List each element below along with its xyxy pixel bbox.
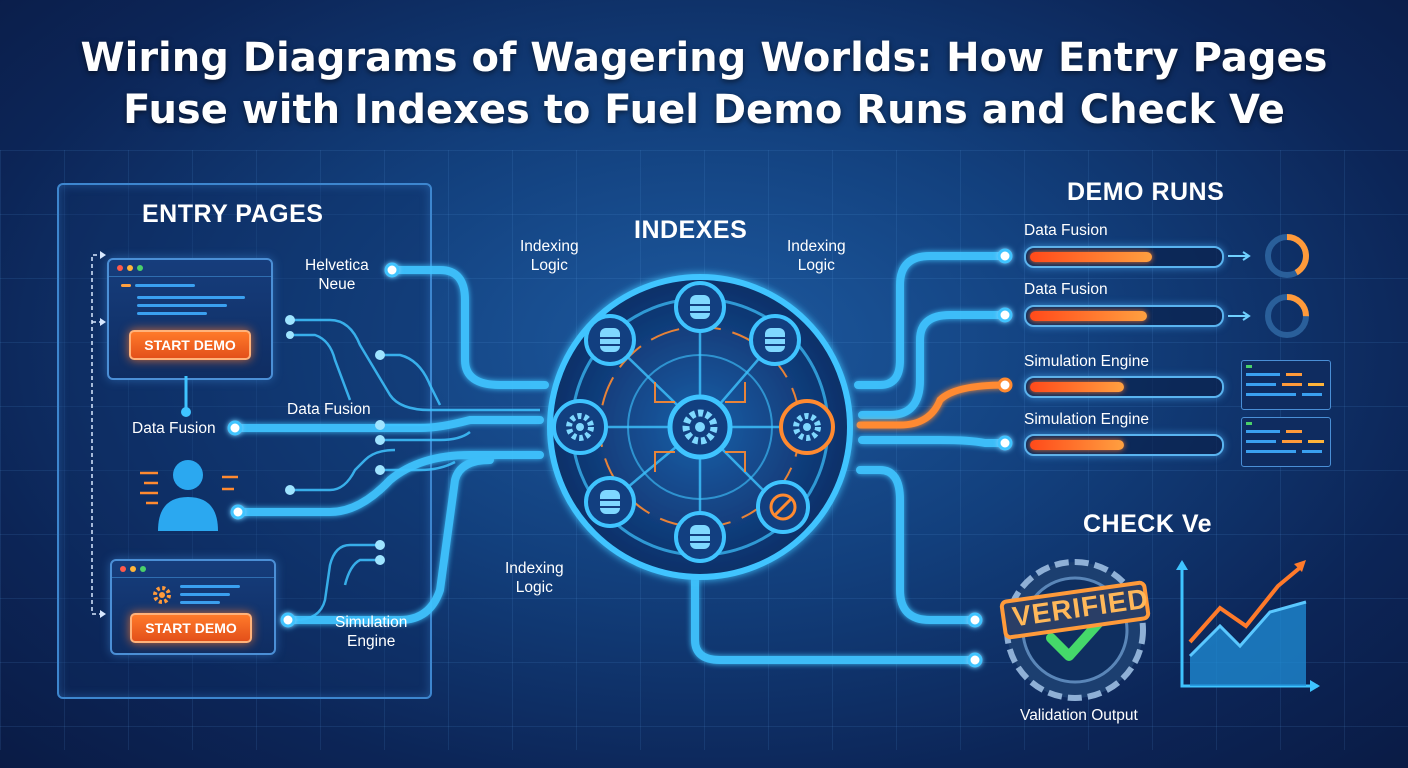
demo-runs-heading: DEMO RUNS xyxy=(1067,178,1225,206)
indexes-heading: INDEXES xyxy=(634,216,748,244)
entry-page-window-2: START DEMO xyxy=(110,559,276,655)
trend-chart-icon xyxy=(1176,560,1320,692)
progress-ring-2 xyxy=(1265,294,1309,338)
gear-nodes xyxy=(552,394,835,460)
demo-run-3-fill xyxy=(1030,382,1124,392)
simulation-engine-label: Simulation Engine xyxy=(335,614,408,650)
entry-page-window-1: START DEMO xyxy=(107,258,273,380)
page-title: Wiring Diagrams of Wagering Worlds: How … xyxy=(0,32,1408,136)
font-label: Helvetica Neue xyxy=(305,257,369,293)
data-fusion-mid-label: Data Fusion xyxy=(287,401,371,418)
demo-run-1-label: Data Fusion xyxy=(1024,222,1108,239)
indexing-logic-right: Indexing Logic xyxy=(787,238,846,274)
indexing-logic-bottom: Indexing Logic xyxy=(505,560,564,596)
index-hub xyxy=(547,274,853,580)
demo-run-2-fill xyxy=(1030,311,1147,321)
mini-dashboard-1 xyxy=(1241,360,1331,410)
demo-run-3-progress xyxy=(1024,376,1224,398)
blocked-node-icon xyxy=(756,480,810,534)
user-icon xyxy=(140,460,238,531)
demo-run-1-progress xyxy=(1024,246,1224,268)
demo-run-4-label: Simulation Engine xyxy=(1024,411,1149,428)
demo-run-4-progress xyxy=(1024,434,1224,456)
start-demo-button-2[interactable]: START DEMO xyxy=(130,613,252,643)
verified-badge xyxy=(999,559,1151,701)
demo-run-1-fill xyxy=(1030,252,1152,262)
progress-ring-1 xyxy=(1265,234,1309,278)
demo-run-3-label: Simulation Engine xyxy=(1024,353,1149,370)
entry-pages-heading: ENTRY PAGES xyxy=(142,200,324,228)
title-line-1: Wiring Diagrams of Wagering Worlds: How … xyxy=(80,35,1328,81)
demo-run-2-label: Data Fusion xyxy=(1024,281,1108,298)
gear-icon xyxy=(153,586,171,604)
check-heading: CHECK Ve xyxy=(1083,510,1213,538)
mini-dashboard-2 xyxy=(1241,417,1331,467)
database-nodes xyxy=(584,281,801,563)
demo-run-2-progress xyxy=(1024,305,1224,327)
title-line-2: Fuse with Indexes to Fuel Demo Runs and … xyxy=(123,87,1285,133)
data-fusion-left-label: Data Fusion xyxy=(132,420,216,437)
demo-run-4-fill xyxy=(1030,440,1124,450)
start-demo-button-1[interactable]: START DEMO xyxy=(129,330,251,360)
indexing-logic-left: Indexing Logic xyxy=(520,238,579,274)
validation-output-label: Validation Output xyxy=(1020,707,1138,724)
